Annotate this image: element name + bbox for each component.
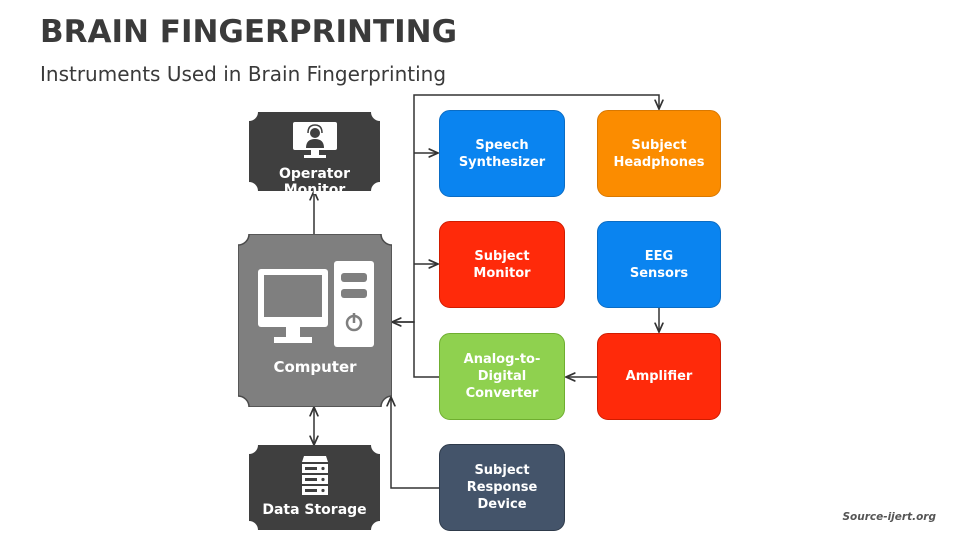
computer-label: Computer bbox=[273, 358, 357, 376]
adc-label: Analog-to- Digital Converter bbox=[463, 352, 541, 401]
subject-headphones-node: Subject Headphones bbox=[597, 110, 721, 197]
server-storage-icon bbox=[302, 456, 328, 495]
subject-monitor-node: Subject Monitor bbox=[439, 221, 565, 308]
monitor-with-headset-icon bbox=[293, 122, 337, 158]
operator-monitor-label: Operator Monitor bbox=[279, 166, 350, 198]
source-credit: Source-ijert.org bbox=[842, 511, 936, 523]
eeg-sensors-label: EEG Sensors bbox=[629, 248, 689, 281]
subject-response-device-label: Subject Response Device bbox=[466, 463, 538, 512]
data-storage-node: Data Storage bbox=[249, 445, 380, 530]
adc-node: Analog-to- Digital Converter bbox=[439, 333, 565, 420]
data-storage-label: Data Storage bbox=[262, 502, 367, 518]
operator-monitor-node: Operator Monitor bbox=[249, 112, 380, 198]
edge-response-computer bbox=[391, 397, 439, 489]
computer-node: Computer bbox=[238, 234, 392, 407]
amplifier-label: Amplifier bbox=[625, 369, 693, 384]
desktop-computer-icon bbox=[258, 261, 374, 347]
speech-synthesizer-node: Speech Synthesizer bbox=[439, 110, 565, 197]
subject-response-device-node: Subject Response Device bbox=[439, 444, 565, 531]
page-title: BRAIN FINGERPRINTING bbox=[40, 14, 458, 50]
speech-synthesizer-label: Speech Synthesizer bbox=[458, 137, 546, 170]
subject-headphones-label: Subject Headphones bbox=[613, 137, 705, 170]
edge-adc-computer bbox=[392, 322, 439, 378]
amplifier-node: Amplifier bbox=[597, 333, 721, 420]
subject-monitor-label: Subject Monitor bbox=[473, 248, 531, 281]
page-subtitle: Instruments Used in Brain Fingerprinting bbox=[40, 62, 447, 86]
eeg-sensors-node: EEG Sensors bbox=[597, 221, 721, 308]
